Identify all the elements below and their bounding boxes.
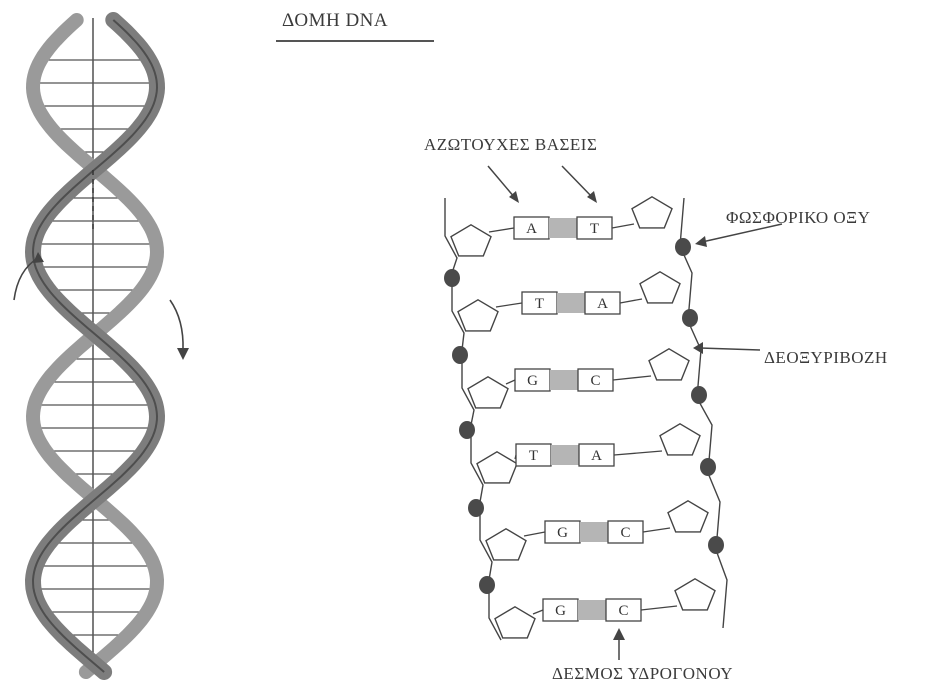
glycosidic-link	[614, 451, 662, 455]
base-left-letter: A	[526, 221, 537, 237]
bases-arrow-left-icon	[488, 166, 519, 203]
glycosidic-link	[612, 224, 634, 228]
deoxyribose-left	[486, 529, 526, 560]
deoxyribose-right	[640, 272, 680, 303]
backbone-left	[445, 198, 501, 640]
deoxyribose-left	[451, 225, 491, 256]
deoxyribose-right	[649, 349, 689, 380]
phosphate-dot	[682, 309, 698, 327]
phosphate-dot	[459, 421, 475, 439]
deoxyribose-right	[660, 424, 700, 455]
hydrogen-bond	[578, 600, 606, 620]
base-right-letter: C	[618, 603, 628, 619]
label-hydrogen-bond: ΔΕΣΜΟΣ ΥΔΡΟΓΟΝΟΥ	[552, 664, 733, 684]
base-right-letter: T	[590, 221, 599, 237]
hydrogen-bond	[580, 522, 608, 542]
base-right-letter: C	[590, 373, 600, 389]
base-left-letter: G	[555, 603, 566, 619]
label-phosphoric-acid: ΦΩΣΦΟΡΙΚΟ ΟΞΥ	[726, 208, 870, 228]
deoxyribose-left	[495, 607, 535, 638]
glycosidic-link	[524, 532, 545, 536]
deoxyribose-arrow-icon	[693, 342, 760, 354]
phosphate-dot	[675, 238, 691, 256]
label-nitrogenous-bases: ΑΖΩΤΟΥΧΕΣ ΒΑΣΕΙΣ	[424, 135, 597, 155]
base-left-letter: G	[557, 525, 568, 541]
base-right-letter: A	[591, 448, 602, 464]
hydrogen-bond	[551, 445, 579, 465]
glycosidic-link	[641, 606, 677, 610]
glycosidic-link	[496, 303, 522, 307]
glycosidic-link	[506, 380, 515, 384]
base-left-letter: G	[527, 373, 538, 389]
phosphate-dot	[444, 269, 460, 287]
deoxyribose-left	[458, 300, 498, 331]
glycosidic-link	[533, 610, 543, 614]
glycosidic-link	[489, 228, 514, 232]
backbone-right	[680, 198, 727, 628]
base-right-letter: A	[597, 296, 608, 312]
deoxyribose-left	[468, 377, 508, 408]
phosphate-dot	[700, 458, 716, 476]
hydrogen-bond	[557, 293, 585, 313]
deoxyribose-left	[477, 452, 517, 483]
base-left-letter: T	[529, 448, 538, 464]
phosphate-dot	[708, 536, 724, 554]
base-left-letter: T	[535, 296, 544, 312]
phosphate-dot	[479, 576, 495, 594]
deoxyribose-right	[675, 579, 715, 610]
phosphate-dot	[468, 499, 484, 517]
phosphate-dot	[452, 346, 468, 364]
phosphate-dot	[691, 386, 707, 404]
label-deoxyribose: ΔΕΟΞΥΡΙΒΟΖΗ	[764, 348, 888, 368]
hydrogen-bond	[550, 370, 578, 390]
glycosidic-link	[620, 299, 642, 303]
base-right-letter: C	[620, 525, 630, 541]
hbond-arrow-icon	[613, 628, 625, 660]
glycosidic-link	[643, 528, 670, 532]
glycosidic-link	[613, 376, 651, 380]
deoxyribose-right	[632, 197, 672, 228]
bases-arrow-right-icon	[562, 166, 597, 203]
hydrogen-bond	[549, 218, 577, 238]
deoxyribose-right	[668, 501, 708, 532]
